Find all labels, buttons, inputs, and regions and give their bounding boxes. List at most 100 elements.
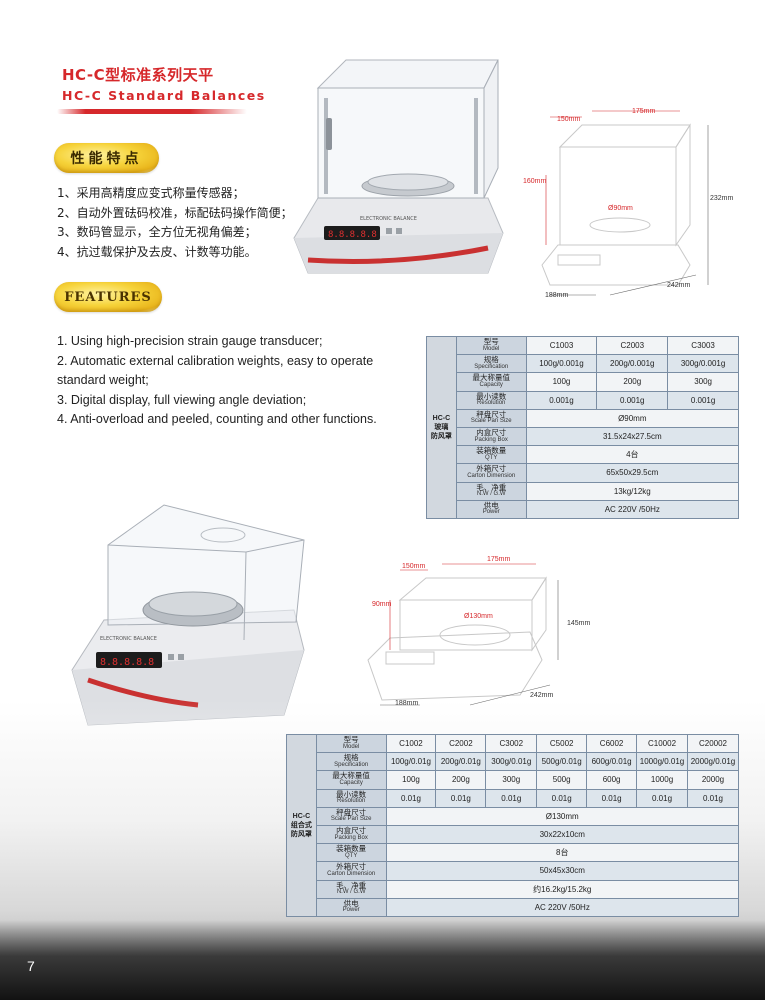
- dim-bottom-depth-label-2: 242mm: [530, 692, 554, 699]
- row-header-cn: 型号: [483, 337, 499, 347]
- dim-width-label: 175mm: [632, 108, 656, 115]
- display-panel: [96, 652, 162, 668]
- row-header-cn: 型号: [343, 735, 359, 745]
- side-label-line: 防风罩: [430, 433, 452, 440]
- row-header-en: N.W / G.W: [336, 889, 366, 896]
- dim-bottom-width-label: 188mm: [545, 292, 569, 299]
- table-cell: 300g: [485, 770, 538, 790]
- table-cell: C2003: [596, 335, 669, 356]
- dim-pan-label-2: Ø130mm: [464, 613, 493, 620]
- row-header-en: Specification: [474, 363, 509, 370]
- table-cell: 0.01g: [536, 788, 588, 808]
- row-header-cn: 最大称量值: [332, 771, 370, 781]
- display-panel: [324, 226, 380, 240]
- table-cell: 0.01g: [636, 788, 688, 808]
- row-header-en: Model: [343, 743, 360, 750]
- table-cell: 0.001g: [525, 390, 598, 410]
- table-cell: 200g: [435, 770, 487, 790]
- table-cell: 8台: [385, 843, 740, 863]
- dimension-drawing-1: [541, 110, 709, 296]
- table-cell: C3002: [485, 733, 538, 754]
- side-label-line: HC-C: [292, 813, 311, 820]
- table-cell: 2000g/0.01g: [686, 752, 740, 772]
- table-cell: AC 220V /50Hz: [525, 499, 740, 520]
- row-header-cn: 最大称量值: [472, 373, 510, 383]
- table-cell: 31.5x24x27.5cm: [525, 426, 740, 447]
- features-cn-list: 1、采用高精度应变式称量传感器； 2、自动外置砝码校准，标配砝码操作简便； 3、…: [57, 184, 293, 262]
- side-label-line: 防风罩: [290, 831, 312, 838]
- feature-cn-item: 2、自动外置砝码校准，标配砝码操作简便；: [57, 205, 293, 220]
- row-header-cn: 外箱尺寸: [336, 862, 367, 872]
- table-cell: Ø130mm: [385, 806, 740, 826]
- table-cell: 0.01g: [686, 788, 740, 808]
- row-header-en: Power: [482, 509, 500, 516]
- table-cell: 200g/0.001g: [596, 354, 669, 374]
- row-header-en: Scale Pan Size: [330, 816, 372, 823]
- table-cell: 约16.2kg/15.2kg: [385, 879, 740, 899]
- bottom-dark-band: [0, 920, 765, 1000]
- balance-photo-glass-shield: 8.8.8.8.8 ELECTRONIC BALANCE: [293, 59, 504, 274]
- dim-height-label-2: 90mm: [372, 601, 392, 608]
- row-header-cn: 内盒尺寸: [476, 428, 507, 438]
- dim-bottom-depth-label: 242mm: [667, 282, 691, 289]
- row-header-cn: 内盒尺寸: [336, 826, 367, 836]
- table-cell: 600g/0.01g: [586, 752, 638, 772]
- table-cell: 2000g: [686, 770, 740, 790]
- table-cell: C2002: [435, 733, 487, 754]
- row-header-cn: 规格: [343, 753, 359, 763]
- table-cell: C20002: [686, 733, 740, 754]
- row-header-cn: 供电: [483, 500, 499, 510]
- row-header-en: Packing Box: [334, 834, 368, 841]
- row-header-en: N.W / G.W: [476, 491, 506, 498]
- table-cell: 30x22x10cm: [385, 824, 740, 845]
- table-cell: 300g/0.01g: [485, 752, 538, 772]
- row-header-cn: 装箱数量: [336, 844, 367, 854]
- feature-cn-item: 4、抗过载保护及去皮、计数等功能。: [57, 244, 257, 259]
- table-cell: 200g/0.01g: [435, 752, 487, 772]
- dim-width-label-2: 175mm: [487, 556, 511, 563]
- table-cell: 0.01g: [385, 788, 437, 808]
- feature-en-item: 3. Digital display, full viewing angle d…: [57, 392, 307, 407]
- row-header-en: QTY: [345, 852, 358, 859]
- table-cell: 300g/0.001g: [667, 354, 739, 374]
- feature-en-item: 1. Using high-precision strain gauge tra…: [57, 334, 323, 348]
- title-underline: [57, 109, 247, 114]
- row-header-en: Resolution: [337, 798, 366, 805]
- table-cell: 13kg/12kg: [525, 481, 740, 501]
- brand-label: ELECTRONIC BALANCE: [360, 216, 417, 222]
- table-cell: 100g: [525, 372, 598, 392]
- table-cell: 50x45x30cm: [385, 861, 740, 881]
- table-cell: 0.001g: [596, 390, 669, 410]
- features-en-badge: FEATURES: [54, 282, 162, 312]
- table-cell: 1000g: [636, 770, 688, 790]
- row-header-en: Capacity: [479, 381, 503, 388]
- dim-depth-label: 150mm: [557, 116, 581, 123]
- dimension-drawing-2: [367, 563, 559, 706]
- table-cell: 200g: [596, 372, 669, 392]
